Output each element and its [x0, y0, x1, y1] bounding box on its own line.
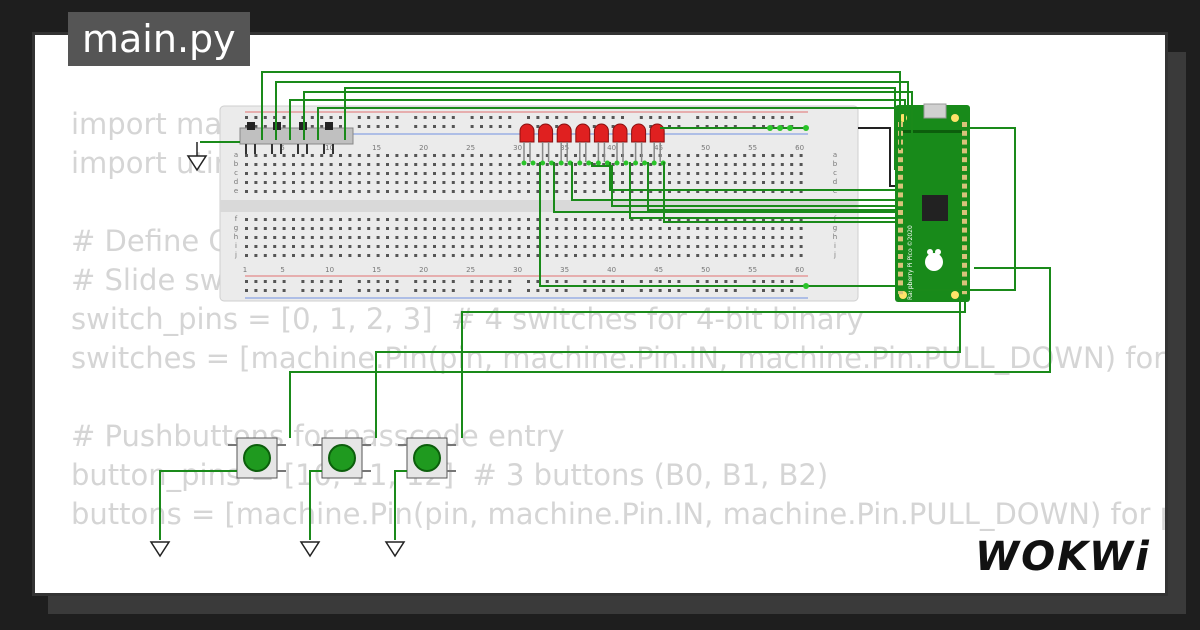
column-number: 25 — [466, 144, 475, 152]
column-number: 10 — [325, 266, 334, 274]
row-letter: b — [833, 160, 838, 168]
ground-icon — [299, 541, 321, 558]
column-number: 50 — [701, 144, 710, 152]
led[interactable] — [575, 123, 592, 166]
column-number: 10 — [325, 144, 334, 152]
column-number: 60 — [795, 144, 804, 152]
column-number: 40 — [607, 266, 616, 274]
led[interactable] — [593, 123, 610, 166]
row-letter: c — [833, 169, 837, 177]
code-line: # Pushbuttons for passcode entry — [71, 419, 565, 453]
column-number: 35 — [560, 266, 569, 274]
row-letter: h — [833, 233, 837, 241]
pico-label: Raspberry Pi Pico ©2020 — [907, 225, 914, 300]
row-letter: d — [234, 178, 238, 186]
column-number: 5 — [280, 266, 284, 274]
column-number: 30 — [513, 144, 522, 152]
row-letter: a — [234, 151, 238, 159]
row-letter: j — [833, 251, 836, 259]
row-letter: h — [234, 233, 238, 241]
column-number: 45 — [654, 266, 663, 274]
code-line: button_pins = [10, 11, 12] # 3 buttons (… — [71, 458, 829, 492]
column-number: 15 — [372, 266, 381, 274]
row-letter: d — [833, 178, 837, 186]
column-number: 40 — [607, 144, 616, 152]
wokwi-logo: WOKWi — [975, 534, 1151, 580]
column-number: 25 — [466, 266, 475, 274]
led[interactable] — [631, 123, 648, 166]
column-number: 20 — [419, 144, 428, 152]
led[interactable] — [538, 123, 555, 166]
raspberry-logo-icon — [925, 249, 943, 271]
column-number: 45 — [654, 144, 663, 152]
ground-icon — [384, 541, 406, 558]
row-letter: e — [234, 187, 238, 195]
ground-icon — [149, 541, 171, 558]
column-number: 5 — [280, 144, 284, 152]
row-letter: g — [833, 224, 837, 232]
column-number: 35 — [560, 144, 569, 152]
raspberry-pi-pico[interactable]: Raspberry Pi Pico ©2020 — [895, 103, 970, 302]
column-number: 20 — [419, 266, 428, 274]
row-letter: i — [834, 242, 836, 250]
wires — [200, 71, 1051, 438]
led[interactable] — [556, 123, 573, 166]
row-letter: f — [235, 215, 238, 223]
code-line: import utime — [71, 146, 260, 180]
column-number: 50 — [701, 266, 710, 274]
row-letter: b — [234, 160, 239, 168]
pushbutton-1[interactable] — [228, 437, 286, 479]
ground-icon — [186, 142, 208, 172]
code-line: switches = [machine.Pin(pin, machine.Pin… — [71, 341, 1166, 375]
column-number: 30 — [513, 266, 522, 274]
row-letter: g — [234, 224, 238, 232]
pushbutton-2[interactable] — [313, 437, 371, 479]
row-letter: c — [234, 169, 238, 177]
column-number: 15 — [372, 144, 381, 152]
column-number: 60 — [795, 266, 804, 274]
led[interactable] — [612, 123, 629, 166]
column-number: 1 — [243, 266, 247, 274]
code-line: switch_pins = [0, 1, 2, 3] # 4 switches … — [71, 302, 864, 336]
pushbutton-3[interactable] — [398, 437, 456, 479]
ground-wire — [858, 127, 895, 187]
column-number: 55 — [748, 266, 757, 274]
row-letter: j — [234, 251, 237, 259]
row-letter: a — [833, 151, 837, 159]
led-row[interactable] — [519, 123, 666, 166]
row-letter: i — [235, 242, 237, 250]
file-tab[interactable]: main.py — [68, 12, 250, 66]
column-number: 55 — [748, 144, 757, 152]
button-ground-wires — [159, 470, 407, 540]
code-line: buttons = [machine.Pin(pin, machine.Pin.… — [71, 497, 1165, 531]
led[interactable] — [519, 123, 536, 166]
